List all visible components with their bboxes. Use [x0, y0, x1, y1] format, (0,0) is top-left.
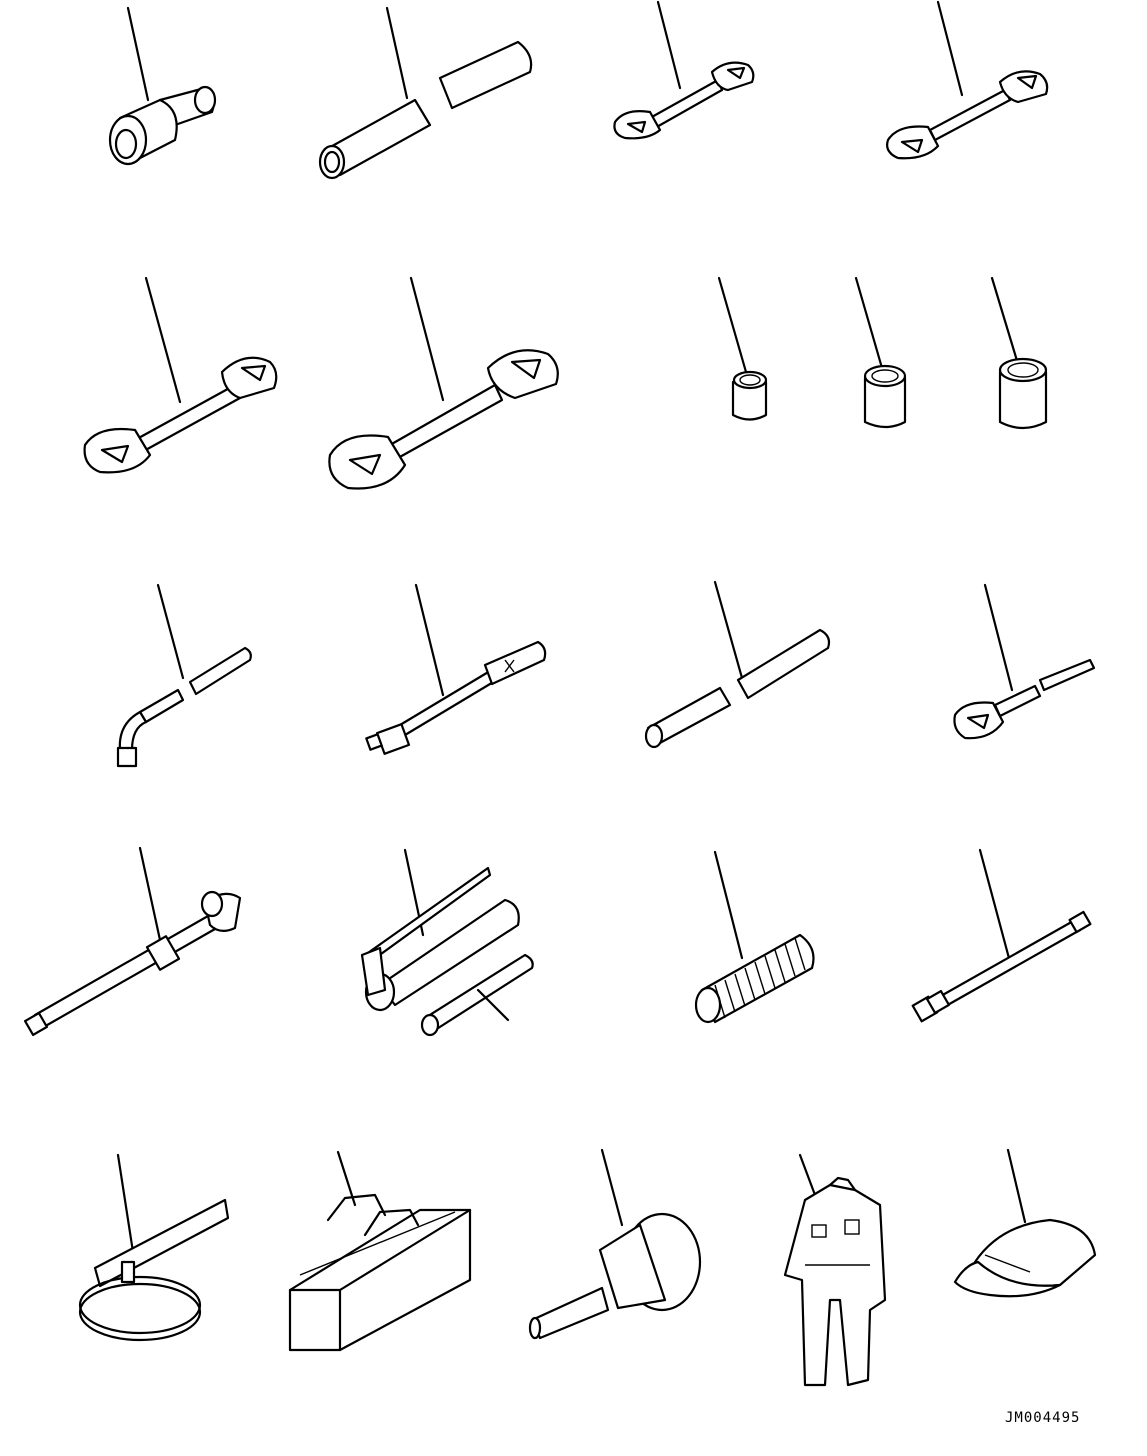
tool-item-6-open-end-wrench-xlarge: [328, 276, 559, 490]
tool-item-15-grease-gun: [360, 848, 534, 1037]
tool-item-14-box-wrench-handle: [23, 846, 242, 1037]
leader-line-13: [983, 583, 1014, 692]
leader-line-3: [656, 0, 682, 90]
leader-line-8: [854, 276, 884, 370]
leader-line-20: [600, 1148, 624, 1227]
tool-item-8-socket-medium: [854, 276, 907, 429]
tool-item-2-pipe: [318, 6, 533, 180]
tool-item-11-socket-extension-bar: [365, 583, 547, 755]
tool-item-3-open-end-wrench-small: [613, 0, 755, 140]
tool-item-5-open-end-wrench-large: [83, 276, 278, 474]
leader-line-19: [336, 1150, 357, 1207]
tool-item-18-filter-wrench: [78, 1153, 230, 1342]
leader-line-21: [798, 1153, 817, 1197]
leader-line-1: [126, 6, 150, 102]
leader-line-10: [156, 583, 185, 680]
leader-line-7: [717, 276, 748, 374]
drawing-code-label: JM004495: [1005, 1410, 1081, 1426]
leader-line-22: [1006, 1148, 1027, 1224]
tool-item-13-wrench-with-extension: [953, 583, 1096, 740]
tool-item-10-l-handle-bar: [116, 583, 252, 768]
tool-item-1-adapter-fitting: [108, 6, 217, 166]
leader-line-2: [385, 6, 409, 100]
tool-item-21-coveralls: [783, 1153, 887, 1387]
leader-line-5: [144, 276, 182, 404]
leader-line-4: [936, 0, 964, 97]
tool-item-20-hex-socket-adapter: [528, 1148, 702, 1340]
leader-line-9: [990, 276, 1020, 366]
leader-line-16: [713, 850, 744, 960]
tool-item-7-socket-small: [717, 276, 768, 421]
leader-line-17: [978, 848, 1012, 964]
tool-item-22-cap: [953, 1148, 1097, 1298]
leader-line-14: [138, 846, 162, 942]
leader-line-11: [414, 583, 445, 697]
tool-item-19-tool-bag: [288, 1150, 472, 1352]
leader-line-12: [713, 580, 744, 680]
leader-line-6: [409, 276, 445, 402]
tool-item-4-open-end-wrench-medium: [886, 0, 1049, 160]
tool-item-16-spring-coil: [694, 850, 815, 1024]
tool-item-9-socket-large: [990, 276, 1048, 430]
tool-item-12-extension-pipe: [644, 580, 831, 749]
leader-line-18: [116, 1153, 137, 1267]
tool-item-17-grease-nozzle-hose: [911, 848, 1092, 1023]
